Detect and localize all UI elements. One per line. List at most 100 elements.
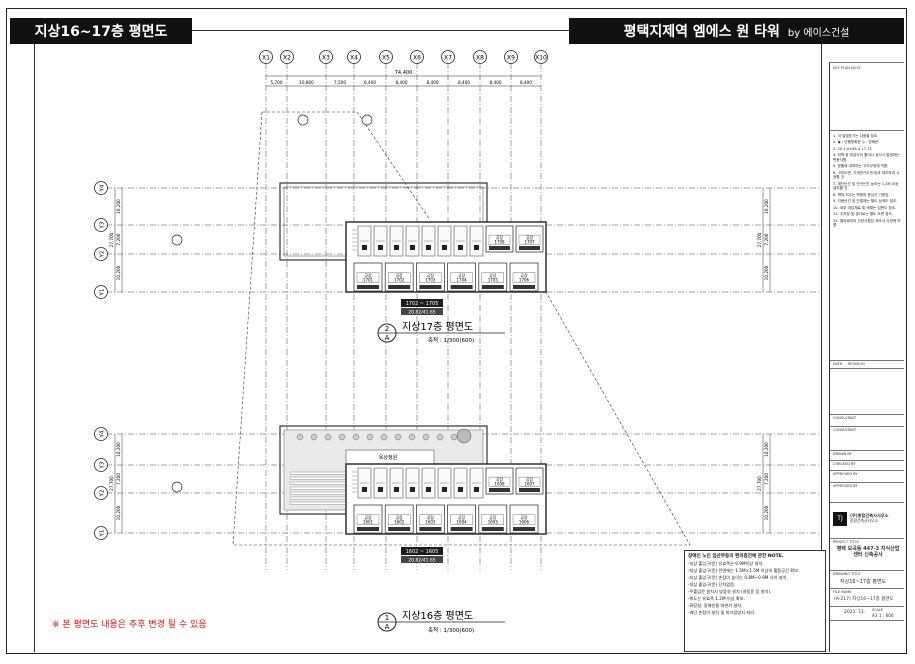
grid-row-bubble <box>94 285 108 299</box>
row-dim-label: 7,200 <box>116 473 121 485</box>
unit-area-bar <box>388 527 411 531</box>
unit-number: 1701 <box>363 277 374 282</box>
file-name-label: FILE NAME <box>833 590 852 594</box>
scale-17f: 축척 : 1/300(600) <box>428 336 474 344</box>
core-fixture <box>458 487 463 492</box>
unit-area-bar <box>450 527 473 531</box>
garden-tree <box>408 433 416 441</box>
scale-16f: 축척 : 1/300(600) <box>428 626 474 634</box>
grid-col-label: X8 <box>476 55 484 62</box>
grid-col-bubble <box>473 50 487 64</box>
garden-bench <box>289 501 351 505</box>
unit-number: 1704 <box>457 277 468 282</box>
core-fixture <box>458 245 463 250</box>
range-area-17f: 20.82/41.65 <box>408 310 435 316</box>
grid-row-label: Y1 <box>100 530 106 538</box>
core-fixture <box>442 487 447 492</box>
garden-label: 옥상정원 <box>379 454 398 461</box>
garden-bench <box>289 486 351 490</box>
grid-row-label: Y4 <box>100 430 106 438</box>
grid-row-label: Y3 <box>100 461 106 469</box>
grid-col-label: X10 <box>535 55 547 62</box>
unit-number: 1706 <box>519 277 530 282</box>
unit-area-bar <box>481 285 504 289</box>
core-fixture <box>394 245 399 250</box>
row-total-dim: 27,700 <box>757 476 762 491</box>
garden-bench <box>289 496 351 500</box>
unit-label: 공장 <box>396 273 403 278</box>
builder-name: by 에이스건설 <box>787 27 850 39</box>
unit-number: 1705 <box>488 277 499 282</box>
unit-number: 1702 <box>394 277 405 282</box>
grid-col-bubble <box>280 50 294 64</box>
revision-label: REVISION <box>848 362 865 366</box>
project-title-label: PROJECT TITLE <box>833 540 859 544</box>
grid-row-bubble <box>94 247 108 261</box>
unit-number: 1703 <box>425 277 436 282</box>
grid-col-bubble <box>504 50 518 64</box>
sidebar-note: 2. ◉ : 단행방화문 ◎ : 방화문 <box>833 140 879 145</box>
grid-col-label: X9 <box>507 55 515 62</box>
garden-bench <box>289 471 351 475</box>
range-box-16f <box>401 547 443 555</box>
grid-col-bubble <box>347 50 361 64</box>
unit-number: 1602 <box>394 519 405 524</box>
grid-col-bubble <box>319 50 333 64</box>
sidebar-note: 5. 문틀에 대하여는 구조규정에 따름. <box>833 164 889 169</box>
garden-tree <box>436 433 444 441</box>
unit-number: 1607 <box>524 482 535 487</box>
drawn-by-label: DRAWN BY <box>833 452 852 456</box>
scale-label: SCALE <box>872 608 884 612</box>
header-rule <box>192 30 569 31</box>
marker-letter-16f: A <box>385 623 390 631</box>
sidebar-note: 3. CE.1.0×45.4 17.75 <box>833 146 872 151</box>
row-dim-label: 10,200 <box>764 442 769 457</box>
core-fixture <box>442 245 447 250</box>
row-total-dim: 27,700 <box>757 232 762 247</box>
grid-row-bubble <box>94 486 108 500</box>
unit-number: 1606 <box>519 519 530 524</box>
core-fixture <box>410 487 415 492</box>
unit-area-bar <box>388 285 411 289</box>
unit-number: 1605 <box>488 519 499 524</box>
row-total-dim: 27,700 <box>109 476 114 491</box>
unit-area-bar <box>513 285 535 289</box>
grid-col-bubble <box>259 50 273 64</box>
unit-label: 공장 <box>489 273 496 278</box>
grid-row-bubble <box>94 427 108 441</box>
range-label-16f: 1602 ~ 1605 <box>406 549 439 555</box>
row-dim-label: 7,200 <box>116 233 121 245</box>
total-dim: 74,400 <box>395 70 413 76</box>
unit-area-bar <box>519 246 540 250</box>
drawing-frame <box>6 8 907 654</box>
unit-area-bar <box>519 488 540 492</box>
marker-letter-17f: A <box>385 334 390 342</box>
unit-area-bar <box>481 527 504 531</box>
unit-area-bar <box>489 246 510 250</box>
consultant-label-2: CONSULTANT <box>833 428 857 432</box>
grid-row-label: Y2 <box>100 251 106 259</box>
accessibility-note-box: 장애인 노인 임산부등의 편의증진에 관한 NOTE. -지상 출입구(문) 유… <box>684 550 826 652</box>
unit-label: 공장 <box>365 273 372 278</box>
header-left-title: 지상16~17층 평면도 <box>10 18 192 44</box>
drawing-area <box>34 30 822 652</box>
consultant-label-1: CONSULTANT <box>833 416 857 420</box>
unit-area-bar <box>513 527 535 531</box>
sidebar-note: 4. 외벽 등 마감사이 틀어나 공사시 발생하는 변동사항. <box>833 153 900 162</box>
project-name: 평택지제역 엠에스 원 타워 <box>623 24 780 40</box>
garden-bench <box>289 476 351 480</box>
sidebar-note: 6. 구조도면, 기계전기도면 등과 대조하여 시공할 것. <box>833 170 900 180</box>
unit-area-bar <box>357 527 379 531</box>
drawing-title: 지상16~17층 평면도 <box>840 579 887 585</box>
core-fixture <box>474 487 479 492</box>
garden-tree <box>338 433 346 441</box>
unit-area-bar <box>419 527 442 531</box>
range-area-box-17f <box>401 308 443 315</box>
row-dim-label: 10,200 <box>764 505 769 520</box>
grid-col-label: X2 <box>283 55 291 62</box>
title-17f: 지상17층 평면도 <box>402 321 473 333</box>
row-dim-label: 10,200 <box>116 265 121 280</box>
header-right: 평택지제역 엠에스 원 타워 by 에이스건설 <box>569 18 904 44</box>
garden-tree <box>352 433 360 441</box>
